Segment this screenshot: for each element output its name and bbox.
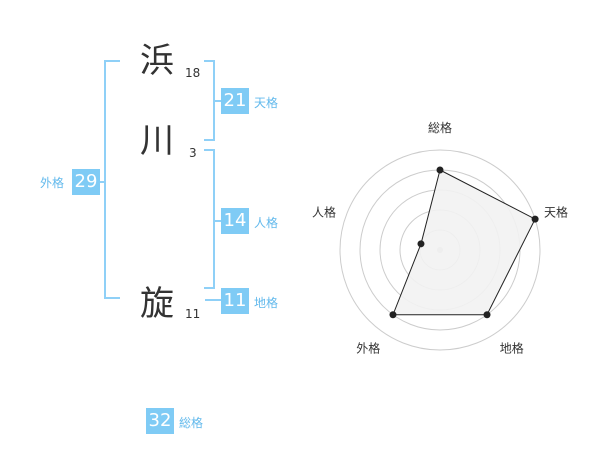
radar-point-2 [483,311,491,319]
radar-point-0 [436,166,444,174]
gaikaku-bracket [104,60,120,299]
radar-grid-ring [339,149,541,351]
radar-axis-label-0: 総格 [428,120,452,135]
radar-area [392,169,536,316]
name-char-3-strokes: 11 [185,307,201,321]
radar-points [389,166,539,319]
radar-axis-label-3: 外格 [356,341,380,356]
radar-axis-label-4: 人格 [312,204,336,219]
chikaku-label: 地格 [254,296,279,310]
radar-point-1 [531,215,539,223]
soukaku-label: 総格 [179,416,204,430]
name-char-3: 旋 [140,284,174,324]
radar-axis-label-1: 天格 [544,204,568,219]
name-char-2: 川 [140,121,174,161]
radar-axis-label-2: 地格 [500,341,524,356]
soukaku-value: 32 [146,408,174,434]
gaikaku-value: 29 [72,169,100,195]
name-char-2-strokes: 3 [189,146,197,160]
name-char-1: 浜 [140,41,174,81]
chikaku-value: 11 [221,288,249,314]
radar-point-3 [389,311,397,319]
jinkaku-bracket [204,149,215,289]
jinkaku-label: 人格 [254,216,279,230]
radar-point-4 [417,240,425,248]
name-char-1-strokes: 18 [185,66,201,80]
tenkaku-value: 21 [221,88,249,114]
tenkaku-label: 天格 [254,96,279,110]
jinkaku-value: 14 [221,208,249,234]
gaikaku-label: 外格 [40,176,65,190]
